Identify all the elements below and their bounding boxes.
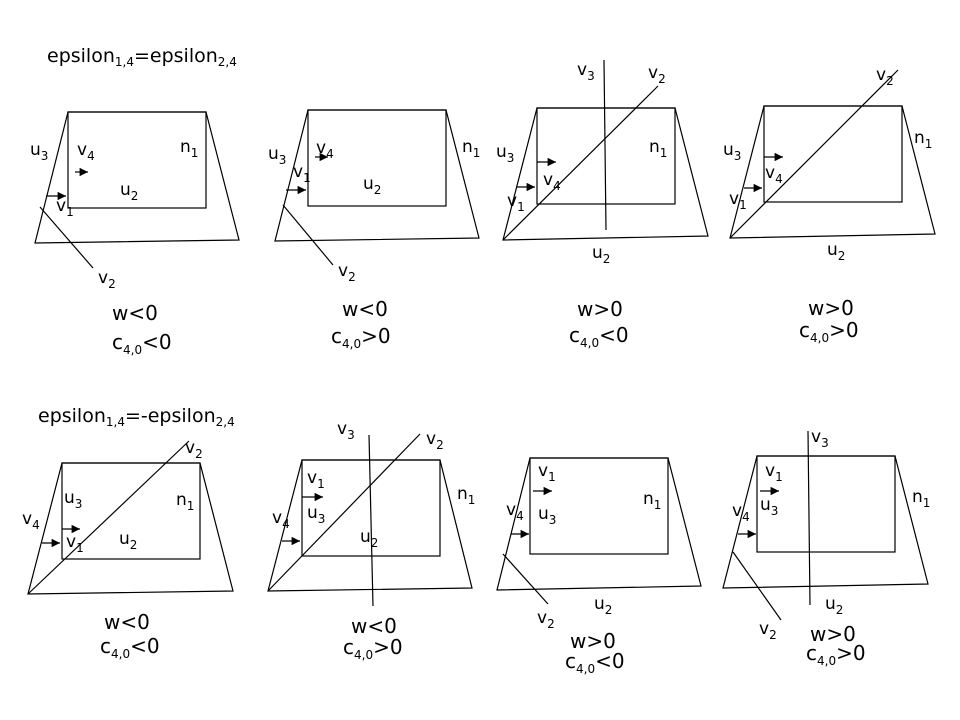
panel-bottom-2: v3 v2 v1 u3 n1 v4 u2 w<0 c4,0>0 (267, 419, 475, 662)
svg-text:v2: v2 (876, 65, 894, 88)
svg-text:c4,0<0: c4,0<0 (100, 634, 160, 661)
svg-text:v4: v4 (77, 140, 95, 163)
svg-text:v2: v2 (426, 429, 444, 452)
svg-text:u3: u3 (723, 140, 741, 163)
svg-text:n1: n1 (176, 490, 194, 513)
panel-top-3: v3 v2 u3 n1 v4 v1 u2 w>0 c4,0<0 (496, 59, 709, 350)
svg-text:n1: n1 (180, 137, 198, 160)
svg-text:u2: u2 (363, 174, 381, 197)
svg-text:v2: v2 (98, 268, 116, 291)
svg-text:n1: n1 (643, 489, 661, 512)
svg-text:u3: u3 (538, 504, 556, 527)
svg-text:v3: v3 (577, 60, 595, 83)
svg-text:c4,0>0: c4,0>0 (343, 635, 403, 662)
svg-text:c4,0<0: c4,0<0 (569, 323, 629, 350)
svg-text:w<0: w<0 (104, 610, 150, 634)
svg-text:u2: u2 (120, 180, 138, 203)
svg-text:v4: v4 (316, 138, 334, 161)
heading-bottom: epsilon1,4=-epsilon2,4 (38, 405, 235, 429)
svg-text:v1: v1 (56, 196, 74, 219)
svg-text:v4: v4 (732, 501, 750, 524)
svg-text:w<0: w<0 (351, 614, 397, 638)
svg-text:v1: v1 (66, 532, 84, 555)
svg-text:n1: n1 (912, 487, 930, 510)
svg-text:c4,0>0: c4,0>0 (806, 641, 866, 668)
panel-bottom-4: v3 v1 v4 u3 n1 u2 v2 w>0 c4,0>0 (722, 427, 930, 668)
svg-text:v1: v1 (507, 191, 525, 214)
panel-top-4: v2 u3 n1 v4 v1 u2 w>0 c4,0>0 (723, 65, 936, 345)
heading-top: epsilon1,4=epsilon2,4 (47, 45, 237, 69)
svg-text:v4: v4 (506, 500, 524, 523)
panel-top-2: u3 v4 n1 u2 v1 v2 w<0 c4,0>0 (268, 109, 480, 351)
svg-text:w>0: w>0 (808, 296, 854, 320)
svg-text:v1: v1 (307, 468, 325, 491)
panel-bottom-3: v1 v4 u3 n1 u2 v2 w>0 c4,0<0 (496, 457, 702, 676)
svg-text:v4: v4 (543, 170, 561, 193)
svg-text:v1: v1 (538, 461, 556, 484)
svg-text:n1: n1 (649, 137, 667, 160)
panel-bottom-1: v2 u3 n1 v4 v1 u2 w<0 c4,0<0 (22, 438, 234, 661)
svg-text:u3: u3 (64, 488, 82, 511)
svg-text:u3: u3 (496, 142, 514, 165)
svg-text:v4: v4 (22, 509, 40, 532)
svg-text:c4,0>0: c4,0>0 (799, 318, 859, 345)
svg-text:w>0: w>0 (570, 629, 616, 653)
svg-text:u3: u3 (30, 140, 48, 163)
svg-text:v3: v3 (811, 427, 829, 450)
svg-text:n1: n1 (914, 128, 932, 151)
svg-text:v3: v3 (337, 419, 355, 442)
svg-text:v4: v4 (765, 163, 783, 186)
svg-text:c4,0>0: c4,0>0 (331, 324, 391, 351)
svg-text:u2: u2 (827, 240, 845, 263)
svg-text:u3: u3 (760, 495, 778, 518)
svg-text:u2: u2 (592, 243, 610, 266)
svg-text:w<0: w<0 (342, 297, 388, 321)
svg-text:n1: n1 (457, 484, 475, 507)
svg-text:v2: v2 (537, 608, 555, 631)
svg-text:u2: u2 (119, 529, 137, 552)
svg-text:v2: v2 (759, 619, 777, 642)
svg-text:v1: v1 (293, 162, 311, 185)
svg-text:u2: u2 (360, 527, 378, 550)
svg-text:n1: n1 (462, 137, 480, 160)
svg-text:v2: v2 (185, 438, 203, 461)
svg-text:v1: v1 (729, 189, 747, 212)
panel-top-1: u3 v4 n1 u2 v1 v2 w<0 c4,0<0 (30, 111, 240, 357)
svg-text:v1: v1 (765, 461, 783, 484)
svg-text:w>0: w>0 (577, 297, 623, 321)
svg-text:c4,0<0: c4,0<0 (565, 649, 625, 676)
svg-text:u2: u2 (825, 594, 843, 617)
svg-text:v2: v2 (648, 63, 666, 86)
svg-text:c4,0<0: c4,0<0 (112, 330, 172, 357)
svg-text:w>0: w>0 (810, 622, 856, 646)
svg-text:w<0: w<0 (112, 301, 158, 325)
svg-text:u3: u3 (307, 503, 325, 526)
svg-text:v4: v4 (272, 508, 290, 531)
svg-text:u3: u3 (268, 144, 286, 167)
svg-text:v2: v2 (338, 261, 356, 284)
svg-text:u2: u2 (594, 594, 612, 617)
